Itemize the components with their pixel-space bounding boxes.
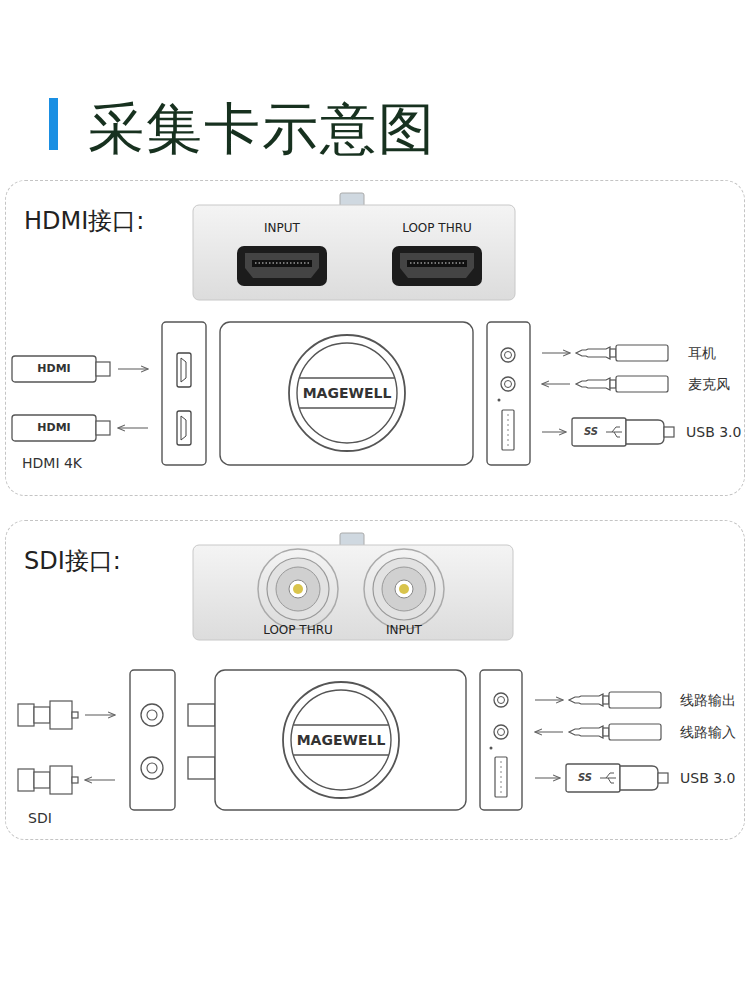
usb-logo: SS: [584, 426, 598, 438]
port-label: USB 3.0: [686, 424, 741, 440]
hdmi-cables: [12, 345, 674, 446]
hdmi-device: [162, 193, 530, 465]
port-label: LOOP THRU: [402, 222, 472, 236]
title-bar: [49, 98, 58, 150]
section-heading: SDI接口:: [24, 545, 121, 577]
port-label: INPUT: [264, 222, 300, 236]
plug-logo: HDMI: [37, 422, 70, 435]
jack-label: 线路输入: [680, 724, 736, 740]
cable-label: SDI: [28, 810, 52, 826]
brand-logo: MAGEWELL: [297, 732, 386, 748]
sdi-device: [130, 533, 522, 810]
brand-logo: MAGEWELL: [303, 385, 392, 401]
jack-label: 麦克风: [688, 376, 730, 392]
port-label: USB 3.0: [680, 770, 735, 786]
section-heading: HDMI接口:: [24, 205, 144, 237]
section-panel: SDI接口:: [5, 520, 745, 840]
title: 采集卡示意图: [88, 92, 436, 168]
port-label: LOOP THRU: [263, 624, 333, 638]
jack-label: 耳机: [688, 345, 716, 361]
cable-label: HDMI 4K: [22, 455, 82, 471]
section-panel: HDMI接口:: [5, 180, 745, 496]
jack-label: 线路输出: [680, 692, 736, 708]
usb-logo: SS: [578, 772, 592, 784]
plug-logo: HDMI: [37, 363, 70, 376]
sdi-cables: [18, 692, 668, 794]
port-label: INPUT: [386, 624, 422, 638]
